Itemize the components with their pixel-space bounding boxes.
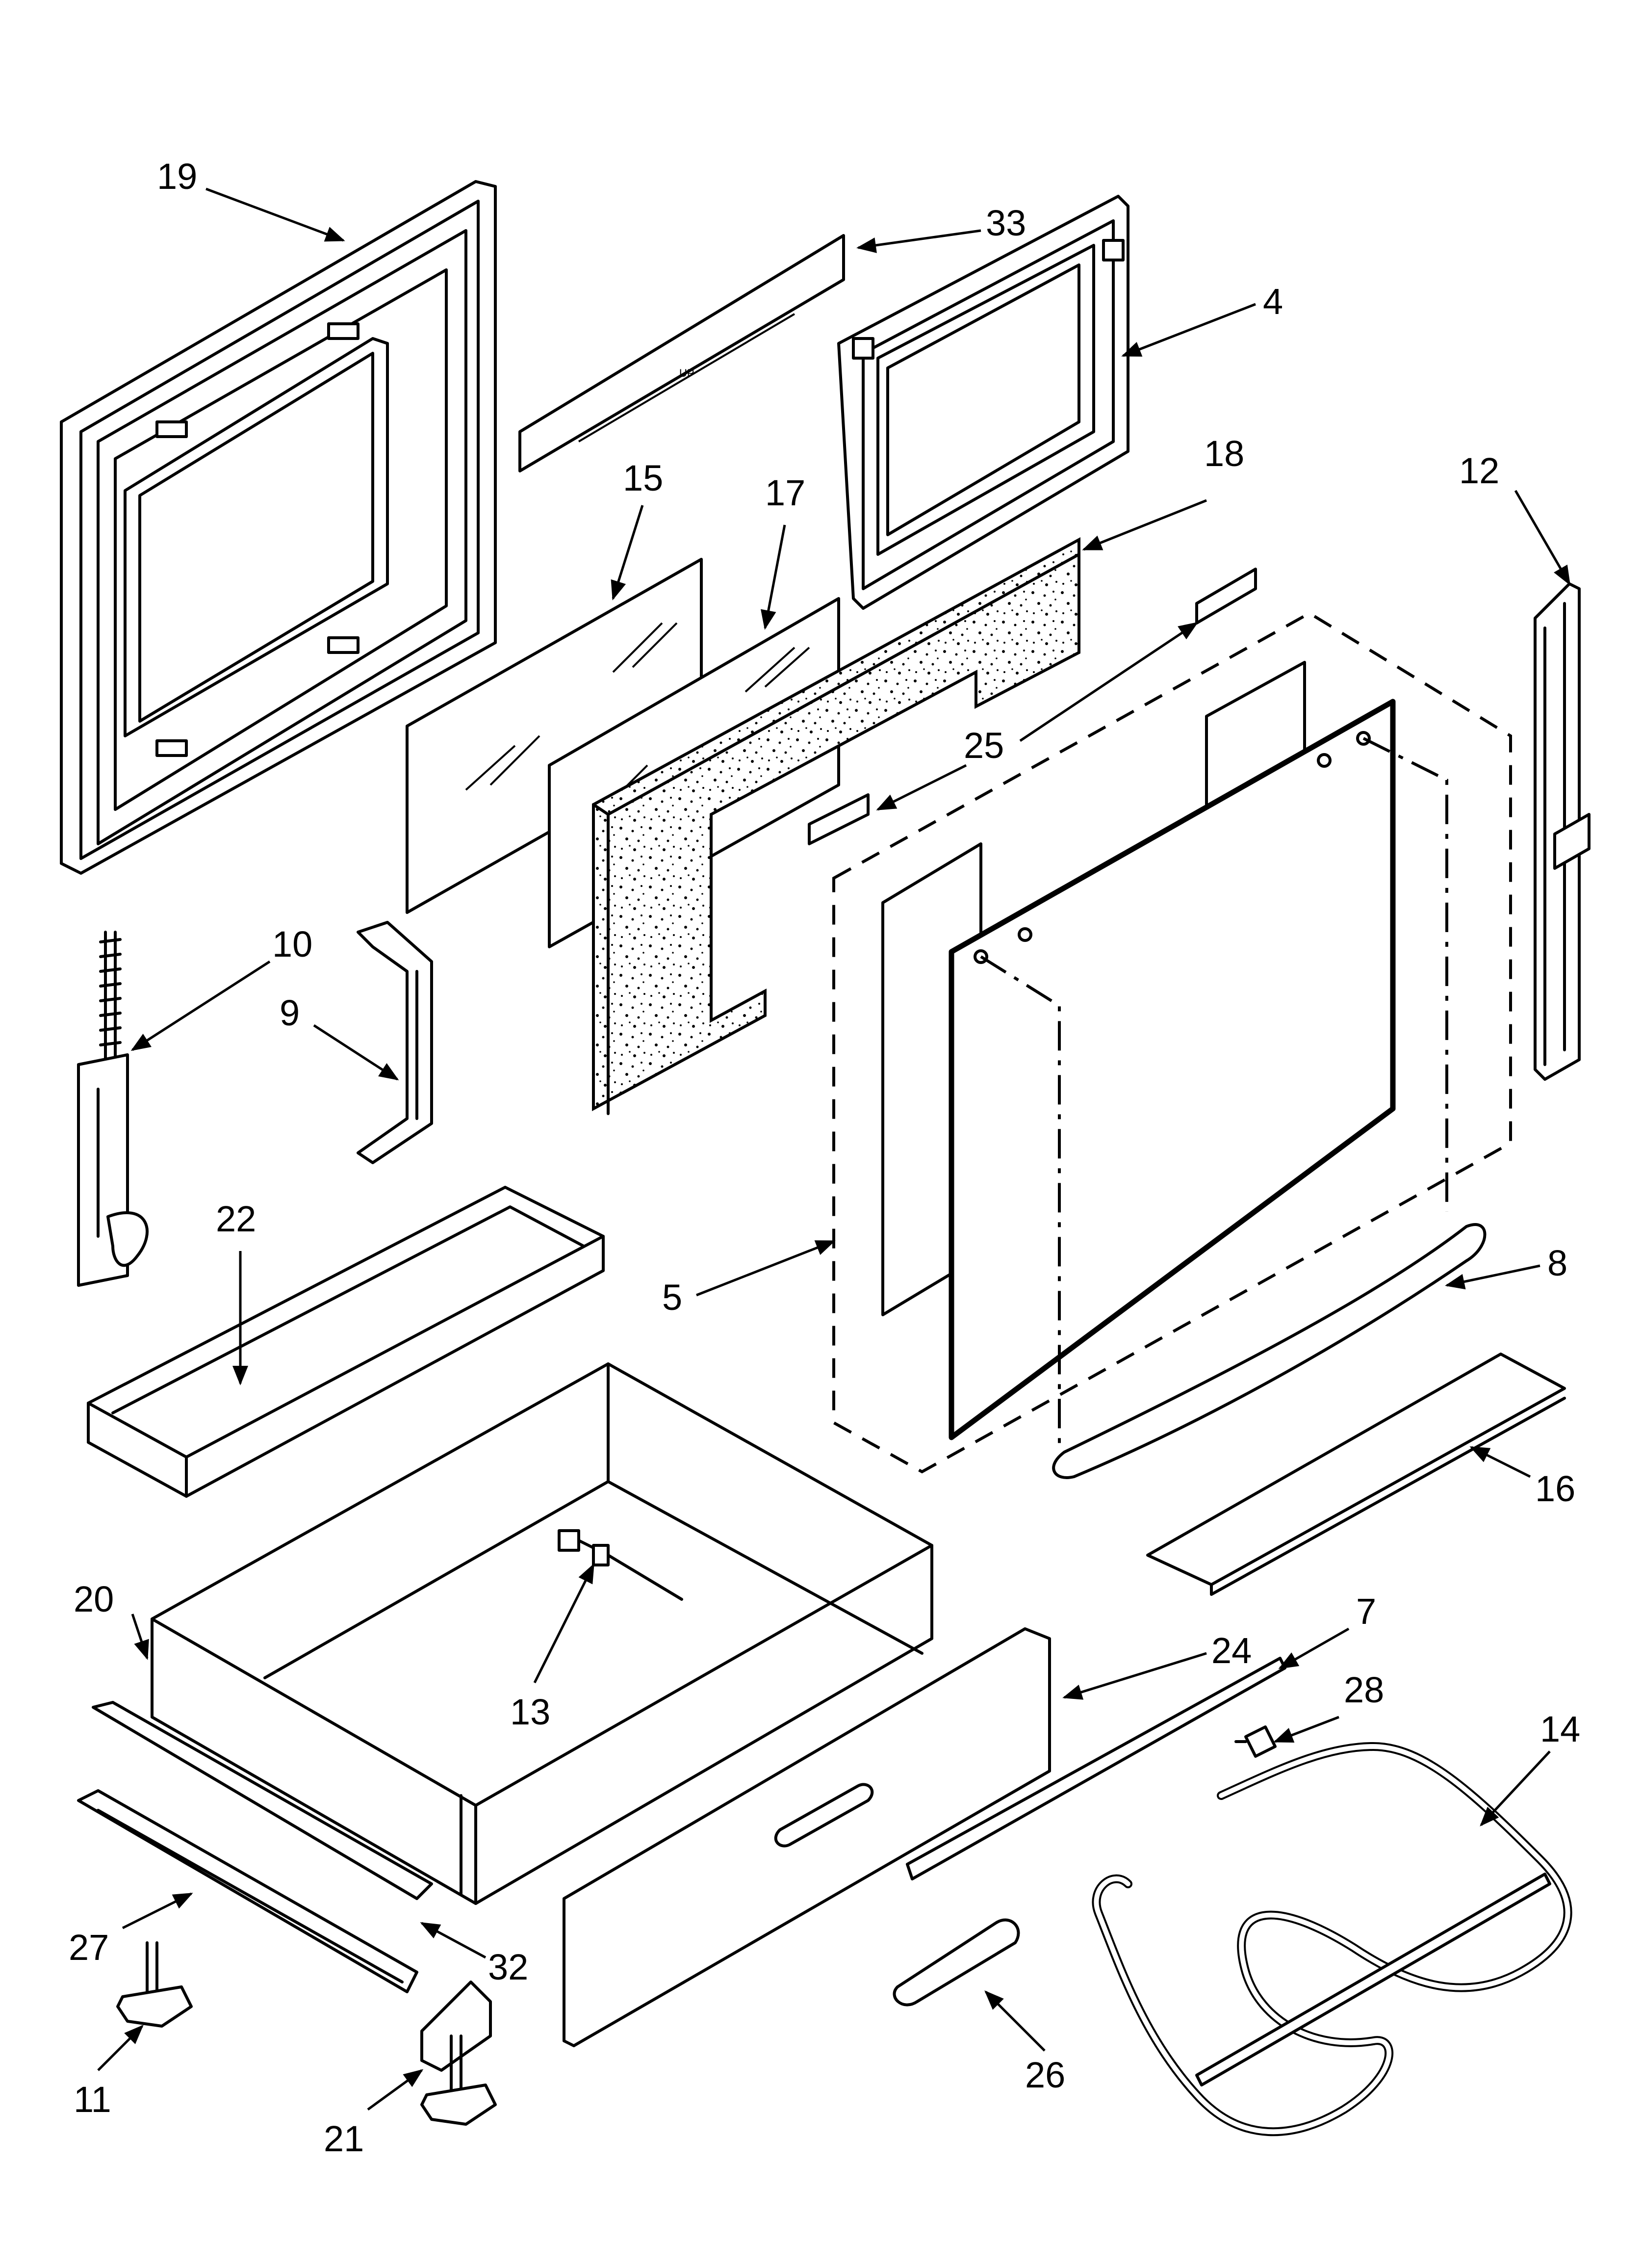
part-21-leveling-leg: [420, 1981, 497, 2126]
part-13-sensor: [558, 1529, 683, 1601]
callout-20: 20: [74, 1579, 114, 1619]
part-5-window-assembly: [832, 611, 1512, 1474]
callout-16: 16: [1535, 1468, 1575, 1509]
callout-18: 18: [1204, 433, 1244, 474]
callout-labels: 19 33 4 15 17 18 12 25 10 9 22 5 8 16 20…: [69, 156, 1580, 2159]
part-33-panel: UP: [518, 234, 845, 472]
callout-21: 21: [324, 2118, 364, 2159]
callout-32: 32: [488, 1947, 528, 1987]
callout-12: 12: [1459, 450, 1499, 491]
part-8-gasket: [1052, 1223, 1487, 1479]
part-14-heating-element: [1092, 1742, 1572, 2137]
part-24-drawer-front: [563, 1627, 1051, 2047]
callout-26: 26: [1025, 2055, 1065, 2095]
part-16-strip: [1146, 1353, 1566, 1596]
callout-22: 22: [216, 1199, 256, 1239]
part-9-handle-bracket: [357, 921, 433, 1164]
part-12-side-strip: [1534, 582, 1591, 1081]
callout-24: 24: [1211, 1630, 1252, 1671]
callout-5: 5: [662, 1277, 682, 1318]
callout-11: 11: [74, 2079, 111, 2120]
callout-19: 19: [157, 156, 197, 197]
callout-15: 15: [623, 458, 663, 498]
callout-10: 10: [272, 924, 312, 965]
part-33-up-mark: UP: [679, 367, 694, 379]
part-20-drawer-box: [151, 1362, 933, 1905]
part-25-clips: [808, 568, 1257, 845]
callout-25: 25: [964, 725, 1004, 766]
part-28-screw: [1234, 1725, 1277, 1758]
part-32-rail: [92, 1701, 433, 1900]
callout-33: 33: [986, 203, 1026, 243]
part-18-insulation: [592, 537, 1080, 1115]
part-26-handle: [893, 1918, 1020, 2007]
part-22-tray: [87, 1186, 605, 1498]
callout-14: 14: [1540, 1709, 1580, 1749]
callout-4: 4: [1263, 281, 1283, 322]
callout-9: 9: [280, 992, 300, 1033]
part-27-slide-rail: [77, 1789, 418, 1993]
callout-8: 8: [1547, 1243, 1567, 1283]
callout-17: 17: [765, 472, 805, 513]
leader-lines: [97, 187, 1571, 2111]
part-10-hinge: [77, 931, 149, 1287]
part-4-inner-door-frame: [837, 195, 1129, 610]
callout-7: 7: [1356, 1591, 1376, 1632]
callout-28: 28: [1344, 1669, 1384, 1710]
part-19-outer-door-panel: [60, 180, 497, 875]
callout-27: 27: [69, 1927, 109, 1968]
callout-13: 13: [510, 1692, 550, 1732]
part-11-leveling-leg: [116, 1941, 193, 2028]
